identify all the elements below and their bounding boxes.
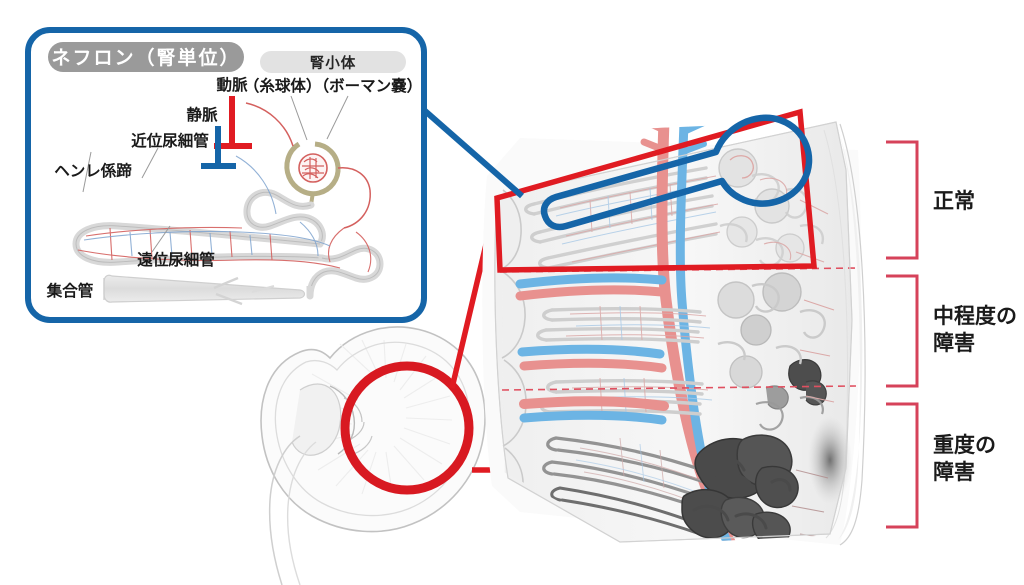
- bracket-moderate: [886, 274, 919, 388]
- normal-zone-callout-trapezoid[interactable]: [494, 108, 818, 273]
- label-henle-loop: ヘンレ係蹄: [54, 161, 132, 180]
- glomeruli-moderate: [717, 272, 827, 410]
- label-proximal-tubule: 近位尿細管: [131, 131, 209, 150]
- proximal-tubule-edge: [246, 191, 323, 245]
- ureter-outer: [268, 435, 301, 585]
- renal-corpuscle: [284, 141, 341, 206]
- kidney-hilum: [291, 383, 342, 456]
- hilum-shadow: [808, 416, 852, 504]
- label-distal-tubule: 遠位尿細管: [137, 250, 215, 269]
- severity-brackets: [886, 140, 919, 529]
- zone-severe: [519, 396, 829, 545]
- glomerular-capillaries: [302, 157, 324, 179]
- bracket-severe: [886, 402, 919, 529]
- label-collecting-duct: 集合管: [46, 281, 94, 300]
- peritubular-capillaries-blue: [83, 155, 331, 257]
- capsule-band: [836, 122, 863, 540]
- severity-label-normal: 正常: [933, 189, 975, 213]
- bracket-normal: [886, 140, 919, 260]
- corpuscle-pill: [260, 51, 406, 73]
- inset-leader-lines: [82, 147, 171, 253]
- zone-normal: [524, 148, 829, 270]
- capsule-outer-edge: [839, 123, 866, 546]
- nephron-tubule-drawing: [72, 102, 384, 306]
- collecting-duct-body: [103, 274, 306, 303]
- severity-label-moderate-line2: 障害: [933, 332, 975, 355]
- inset-title: ネフロン（腎単位）: [51, 46, 240, 69]
- inset-border: [25, 27, 427, 323]
- corpuscle-pill-label: 腎小体: [310, 54, 357, 72]
- wedge-outline: [494, 121, 853, 543]
- inset-title-pill: [48, 42, 244, 72]
- label-vein: 静脈: [186, 105, 218, 124]
- zone-moderate: [515, 272, 835, 431]
- bowman-capsule: [284, 141, 341, 197]
- corpuscle-leader-lines: [290, 95, 349, 141]
- kidney-region-marker-circle[interactable]: [340, 361, 474, 495]
- corpuscle-parts-label: （糸球体）（ボーマン嚢）: [244, 76, 422, 95]
- vein-marker: [201, 126, 236, 169]
- severity-label-moderate-line1: 中程度の: [933, 305, 1017, 328]
- arterioles: [245, 102, 371, 229]
- glomeruli-severe: [681, 434, 799, 545]
- calyx-upper: [343, 397, 363, 423]
- severity-label-severe-line1: 重度の: [933, 434, 996, 457]
- peritubular-capillaries-red: [77, 226, 372, 273]
- severity-label-severe-line2: 障害: [933, 461, 975, 484]
- nephron-highlight-outline: [540, 114, 813, 231]
- kidney-cross-section: [482, 120, 866, 546]
- collecting-duct-path: [103, 274, 314, 306]
- nephron-inset-panel: ネフロン（腎単位） 腎小体 （糸球体）（ボーマン嚢）: [25, 27, 427, 323]
- label-artery: 動脈: [216, 75, 248, 94]
- ureter-inner: [286, 441, 317, 585]
- capsule-inner-edge: [823, 129, 848, 539]
- nephron-highlight[interactable]: [540, 114, 813, 231]
